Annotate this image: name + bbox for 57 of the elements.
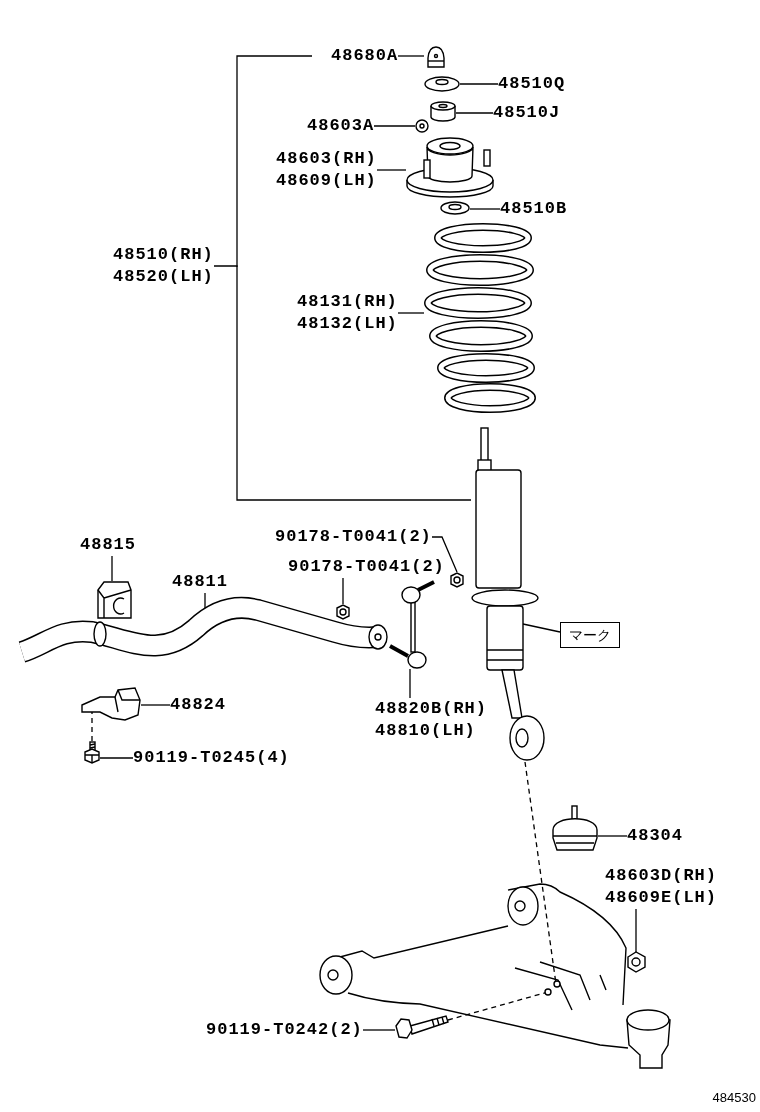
part-number: 48810(LH) [375,720,477,742]
bolt-drawing [395,1015,448,1039]
bolt-drawing [84,741,100,764]
part-number: 48609E(LH) [605,887,718,909]
leader-line [362,1029,396,1031]
diagram-code: 484530 [712,1090,756,1105]
leader-line [597,835,628,837]
leader-line [111,555,113,582]
leader-line [635,908,637,953]
link-drawing [388,579,436,669]
nut-drawing [415,119,429,133]
part-number: 48304 [627,825,683,847]
coil-spring-drawing [424,223,536,414]
support-drawing [406,136,494,199]
leader-line [397,312,425,314]
part-number: 90119-T0242(2) [206,1019,363,1041]
cap-nut-drawing [424,45,448,69]
nut-drawing [336,604,350,620]
leader-line [397,55,425,57]
part-number: 48603A [307,115,375,137]
leader-line [99,757,134,759]
callout-text: マーク [569,626,611,645]
leader-line [455,112,494,114]
part-number: 48811 [172,571,228,593]
part-number: 48510J [493,102,561,124]
part-number: 48609(LH) [276,170,377,192]
part-number: 48132(LH) [297,313,398,335]
part-number: 48510B [500,198,568,220]
part-number: 48131(RH) [297,291,398,313]
part-number: 48820B(RH) [375,698,488,720]
leader-line [409,668,411,699]
part-number: 48520(LH) [113,266,214,288]
callout-box [560,622,620,648]
bushing-drawing [97,581,132,619]
leader-line [459,83,499,85]
part-number: 90178-T0041(2) [288,556,445,578]
leader-line [376,169,407,171]
leader-line [431,536,458,573]
leader-line [469,208,501,210]
bump-stopper-drawing [552,805,598,851]
washer-drawing [440,201,470,215]
nut-drawing [450,572,464,588]
part-number: 90178-T0041(2) [275,526,432,548]
part-number: 48815 [80,534,136,556]
part-number: 90119-T0245(4) [133,747,290,769]
leader-line [140,704,171,706]
part-number: 48824 [170,694,226,716]
part-number: 48680A [331,45,399,67]
part-number: 48603D(RH) [605,865,718,887]
bracket-drawing [81,687,141,721]
part-number: 48510Q [498,73,566,95]
part-number: 48510(RH) [113,244,214,266]
leader-line [342,577,344,605]
bushing-drawing [430,101,456,123]
leader-line [213,265,472,501]
seat-drawing [424,76,460,92]
part-number: 48603(RH) [276,148,377,170]
